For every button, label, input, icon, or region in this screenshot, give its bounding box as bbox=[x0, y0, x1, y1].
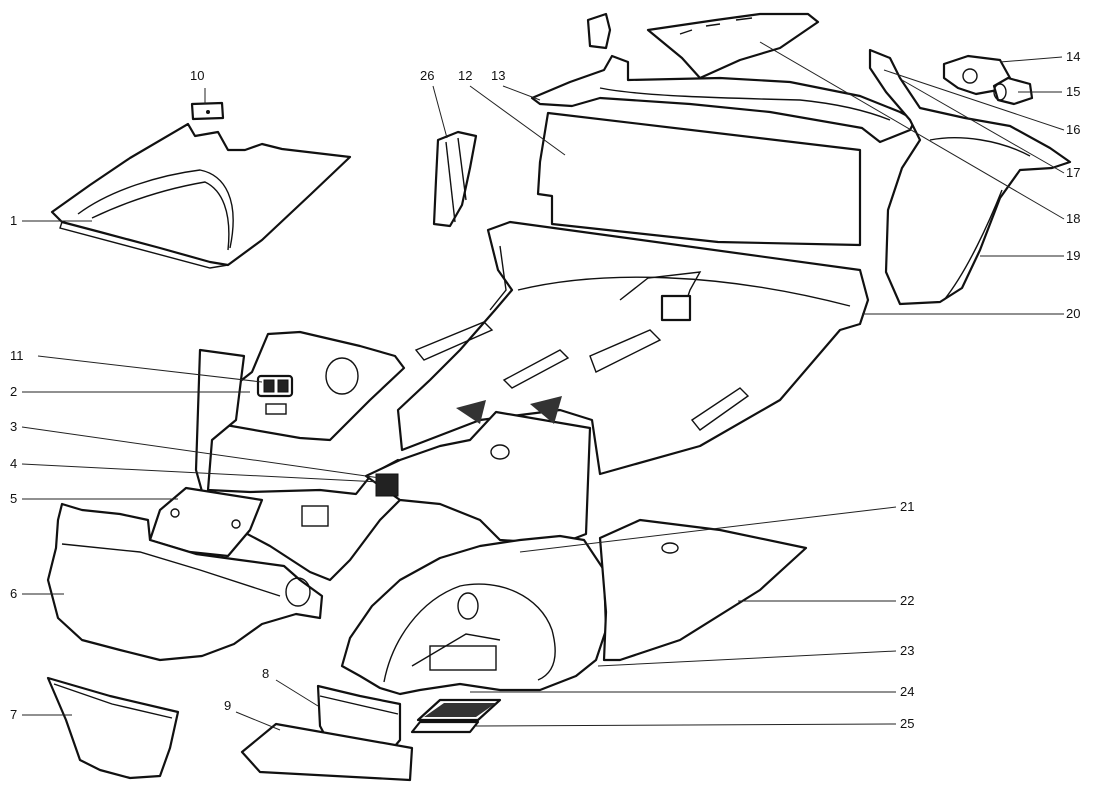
part-24-pad bbox=[416, 698, 502, 722]
part-6-left-wheel-arch bbox=[46, 502, 324, 662]
part-2-front-bulkhead-trim bbox=[218, 330, 406, 442]
leader-lines bbox=[21, 41, 1065, 731]
part-9-rear-mat bbox=[240, 722, 414, 782]
callout-12: 12 bbox=[458, 68, 472, 83]
part-22-rear-floor-mat bbox=[598, 518, 808, 662]
callout-19: 19 bbox=[1066, 248, 1080, 263]
part-12-bulkhead-panel bbox=[536, 111, 862, 247]
callout-10: 10 bbox=[190, 68, 204, 83]
part-20-floor-pan bbox=[396, 220, 870, 476]
callout-8: 8 bbox=[262, 666, 269, 681]
part-7-left-lower-trim bbox=[46, 676, 180, 780]
callout-11: 11 bbox=[10, 348, 24, 363]
callout-4: 4 bbox=[10, 456, 17, 471]
part-21-right-wheel-arch bbox=[340, 534, 608, 696]
callout-22: 22 bbox=[900, 593, 914, 608]
callout-26: 26 bbox=[420, 68, 434, 83]
callout-6: 6 bbox=[10, 586, 17, 601]
callout-5: 5 bbox=[10, 491, 17, 506]
callout-9: 9 bbox=[224, 698, 231, 713]
callout-7: 7 bbox=[10, 707, 17, 722]
callout-15: 15 bbox=[1066, 84, 1080, 99]
callout-20: 20 bbox=[1066, 306, 1080, 321]
callout-18: 18 bbox=[1066, 211, 1080, 226]
callout-1: 1 bbox=[10, 213, 17, 228]
callout-21: 21 bbox=[900, 499, 914, 514]
part-13-shelf-trim bbox=[530, 12, 917, 144]
callout-16: 16 bbox=[1066, 122, 1080, 137]
callout-25: 25 bbox=[900, 716, 914, 731]
callout-24: 24 bbox=[900, 684, 914, 699]
part-1-trunk-cover bbox=[50, 122, 352, 269]
part-10-tab bbox=[190, 101, 225, 121]
callout-3: 3 bbox=[10, 419, 17, 434]
part-17-upper-flap bbox=[646, 12, 820, 80]
part-26-post-trim bbox=[432, 130, 478, 228]
callout-13: 13 bbox=[491, 68, 505, 83]
callout-14: 14 bbox=[1066, 49, 1080, 64]
callout-2: 2 bbox=[10, 384, 17, 399]
part-25-pad bbox=[410, 720, 480, 734]
callout-17: 17 bbox=[1066, 165, 1080, 180]
part-5-access-lid bbox=[148, 486, 264, 558]
callout-23: 23 bbox=[900, 643, 914, 658]
part-15-grommet bbox=[992, 76, 1034, 106]
